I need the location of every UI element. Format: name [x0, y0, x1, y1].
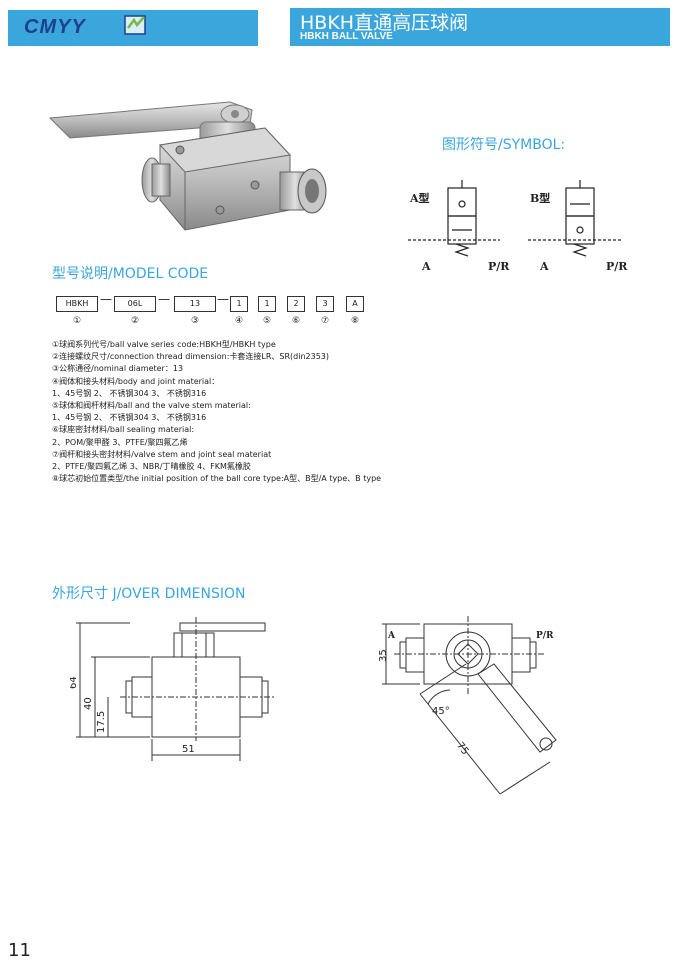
code-box-ball-material: 1 — [258, 296, 276, 312]
top-view-drawing: 35 45° 75 A P/R — [378, 616, 557, 795]
symbol-port-pr-left: P/R — [488, 260, 510, 273]
over-dimension-title: 外形尺寸 J/OVER DIMENSION — [52, 586, 246, 602]
code-box-body-material: 1 — [230, 296, 248, 312]
dim-port-pr-label: P/R — [536, 631, 554, 641]
description-line: 2、PTFE/聚四氟乙烯 3、NBR/丁晴橡胶 4、FKM氟橡胶 — [52, 462, 251, 472]
description-line: 1、45号钢 2、 不锈钢304 3、 不锈钢316 — [52, 413, 207, 423]
code-separator: — — [100, 292, 112, 306]
description-line: ⑥球座密封材料/ball sealing material: — [52, 425, 195, 435]
code-box-stem-seal: 3 — [316, 296, 334, 312]
code-index-6: ⑥ — [291, 316, 301, 326]
symbol-port-pr-right: P/R — [606, 260, 628, 273]
code-separator: — — [158, 292, 170, 306]
dim-17-5-label: 17.5 — [96, 711, 107, 733]
code-index-8: ⑧ — [350, 316, 360, 326]
description-line: ⑦阀杆和接头密封材料/valve stem and joint seal mat… — [52, 449, 272, 459]
code-index-1: ① — [72, 316, 82, 326]
symbol-b-type-label: B型 — [530, 191, 550, 205]
code-box-ball-position: A — [346, 296, 364, 312]
code-index-2: ② — [130, 316, 140, 326]
symbol-port-a-right: A — [539, 260, 549, 273]
code-index-4: ④ — [234, 316, 244, 326]
code-index-3: ③ — [190, 316, 200, 326]
front-view-drawing: 64 40 17.5 51 — [70, 617, 274, 761]
logo-mark-icon — [124, 15, 146, 35]
description-line: 1、45号钢 2、 不锈钢304 3、 不锈钢316 — [52, 388, 207, 398]
symbol-port-a-left: A — [421, 260, 431, 273]
code-separator: — — [217, 292, 229, 306]
code-box-thread: 06L — [114, 296, 156, 312]
description-line: 2、POM/聚甲醛 3、PTFE/聚四氟乙烯 — [52, 437, 188, 447]
code-index-7: ⑦ — [320, 316, 330, 326]
description-line: ①球阀系列代号/ball valve series code:HBKH型/HBK… — [52, 340, 276, 349]
page-number: 11 — [8, 940, 31, 961]
dim-port-a-label: A — [387, 631, 396, 641]
description-line: ④阀体和接头材料/body and joint material： — [52, 376, 220, 386]
description-line: ⑤球体和阀杆材料/ball and the valve stem materia… — [52, 401, 251, 411]
page-subtitle: HBKH BALL VALVE — [300, 31, 393, 42]
code-box-diameter: 13 — [174, 296, 216, 312]
model-code-title: 型号说明/MODEL CODE — [52, 266, 209, 282]
dim-35-label: 35 — [378, 649, 389, 662]
code-index-5: ⑤ — [262, 316, 272, 326]
code-box-series: HBKH — [56, 296, 98, 312]
dim-51-label: 51 — [182, 744, 195, 755]
brand-logo: CMYY — [24, 16, 86, 38]
dim-64-label: 64 — [70, 676, 79, 689]
page-title: HBKH直通高压球阀 — [300, 12, 469, 34]
symbol-a-type-label: A型 — [409, 191, 430, 205]
symbol-title: 图形符号/SYMBOL: — [442, 137, 566, 153]
dim-45-label: 45° — [432, 706, 450, 717]
description-line: ③公称通径/nominal diameter：13 — [52, 364, 184, 374]
code-box-ball-seal: 2 — [287, 296, 305, 312]
title-bar — [290, 8, 670, 46]
description-line: ⑧球芯初始位置类型/the initial position of the ba… — [52, 474, 382, 484]
model-code-description: ①球阀系列代号/ball valve series code:HBKH型/HBK… — [52, 339, 381, 485]
description-line: ②连接螺纹尺寸/connection thread dimension:卡套连接… — [52, 352, 330, 362]
dim-40-label: 40 — [83, 697, 94, 710]
product-photo — [48, 101, 327, 231]
valve-symbol-diagram: A型 A P/R B型 A P/R — [408, 180, 628, 273]
